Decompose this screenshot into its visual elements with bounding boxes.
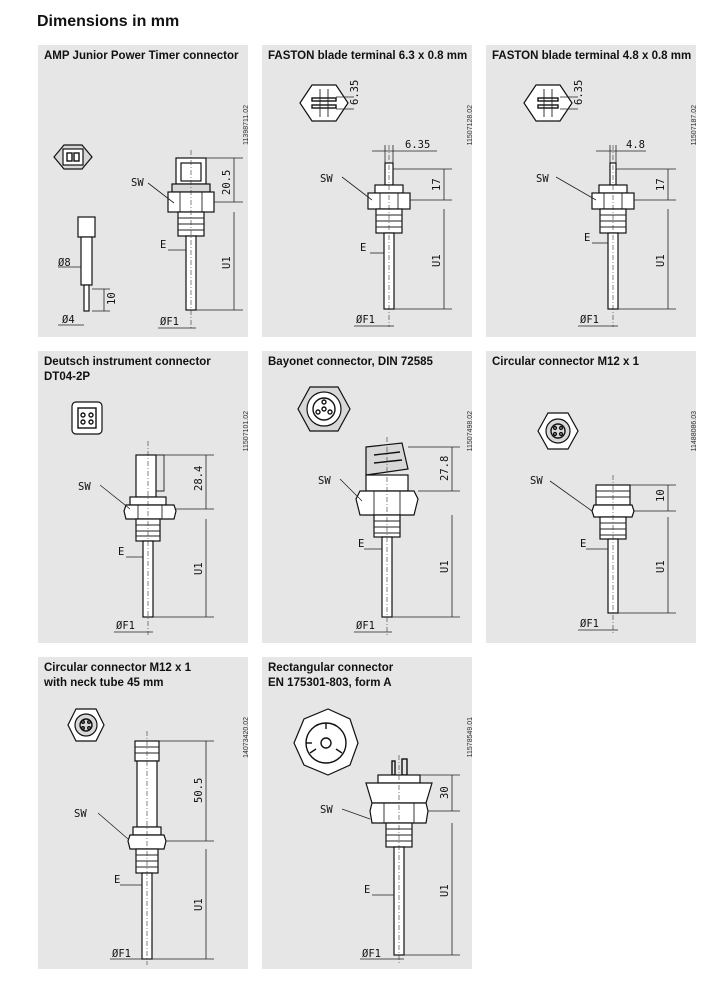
panel-title: AMP Junior Power Timer connector xyxy=(44,50,239,62)
sensor-body xyxy=(123,441,177,635)
connector-top-view xyxy=(71,401,103,435)
connector-top-view xyxy=(293,708,359,776)
sensor-body xyxy=(591,145,635,327)
panel-faston-6-3: FASTON blade terminal 6.3 x 0.8 mm 11507… xyxy=(262,45,474,337)
connector-top-view xyxy=(67,708,105,742)
label-sw: SW xyxy=(131,177,144,189)
label-sw: SW xyxy=(78,481,91,493)
panel-title: Deutsch instrument connector DT04-2P xyxy=(44,356,211,383)
dim-30: 30 xyxy=(439,786,451,799)
dim-f1: ØF1 xyxy=(160,316,179,328)
sensor-body xyxy=(367,145,411,327)
diagram-faston-4-8: 6.35 4.8 SW E 17 U1 ØF1 xyxy=(523,80,676,327)
terminal-detail xyxy=(58,216,110,326)
dim-u1: U1 xyxy=(439,884,451,897)
label-e: E xyxy=(160,239,166,251)
diagram-circular-m12: SW E 10 U1 ØF1 xyxy=(530,412,676,635)
dim-6-35: 6.35 xyxy=(405,139,430,151)
dim-50-5: 50.5 xyxy=(193,778,205,803)
panel-amp-junior-power-timer: AMP Junior Power Timer connector 1139871… xyxy=(38,45,250,337)
dim-17: 17 xyxy=(655,178,667,191)
label-e: E xyxy=(580,538,586,550)
dim-f1: ØF1 xyxy=(580,314,599,326)
dim-top-6-35: 6.35 xyxy=(573,80,585,105)
label-sw: SW xyxy=(320,804,333,816)
dim-u1: U1 xyxy=(193,562,205,575)
panel-title: Circular connector M12 x 1 with neck tub… xyxy=(44,662,191,689)
panel-deutsch-dt04-2p: Deutsch instrument connector DT04-2P 115… xyxy=(38,351,250,643)
dim-27-8: 27.8 xyxy=(439,456,451,481)
dim-10: 10 xyxy=(655,489,667,502)
page-title: Dimensions in mm xyxy=(37,13,180,30)
connector-top-view xyxy=(53,144,93,170)
dim-f1: ØF1 xyxy=(356,620,375,632)
label-sw: SW xyxy=(320,173,333,185)
label-sw: SW xyxy=(74,808,87,820)
sensor-body xyxy=(167,150,215,330)
label-sw: SW xyxy=(318,475,331,487)
diagram-amp-junior: Ø8 Ø4 10 SW E 20.5 U1 ØF1 xyxy=(53,144,243,330)
dim-u1: U1 xyxy=(655,254,667,267)
label-e: E xyxy=(360,242,366,254)
dim-u1: U1 xyxy=(221,256,233,269)
label-e: E xyxy=(358,538,364,550)
dim-u1: U1 xyxy=(439,560,451,573)
panel-circular-m12-neck-tube: Circular connector M12 x 1 with neck tub… xyxy=(38,657,250,969)
dim-20-5: 20.5 xyxy=(221,170,233,195)
diagram-bayonet: SW E 27.8 U1 ØF1 xyxy=(297,386,460,635)
connector-top-view xyxy=(523,84,573,122)
panel-rectangular-en-175301: Rectangular connector EN 175301-803, for… xyxy=(262,657,474,969)
dim-f1: ØF1 xyxy=(362,948,381,960)
sensor-body xyxy=(591,475,635,635)
connector-top-view xyxy=(537,412,579,450)
sensor-body xyxy=(127,731,167,965)
dim-f1: ØF1 xyxy=(356,314,375,326)
diagram-faston-6-3: 6.35 6.35 SW E 17 U1 ØF1 xyxy=(299,80,452,327)
dim-17: 17 xyxy=(431,178,443,191)
dim-u1: U1 xyxy=(655,560,667,573)
label-sw: SW xyxy=(536,173,549,185)
connector-top-view xyxy=(297,386,351,432)
dim-10: 10 xyxy=(106,292,118,305)
dim-u1: U1 xyxy=(431,254,443,267)
dim-f1: ØF1 xyxy=(116,620,135,632)
label-e: E xyxy=(118,546,124,558)
dim-28-4: 28.4 xyxy=(193,466,205,491)
label-sw: SW xyxy=(530,475,543,487)
panel-title: FASTON blade terminal 6.3 x 0.8 mm xyxy=(268,50,468,62)
dim-4-8: 4.8 xyxy=(626,139,645,151)
panel-title: FASTON blade terminal 4.8 x 0.8 mm xyxy=(492,50,692,62)
connector-top-view xyxy=(299,84,349,122)
panel-circular-m12: Circular connector M12 x 1 11488086.03 S… xyxy=(486,351,698,643)
dim-top-6-35: 6.35 xyxy=(349,80,361,105)
dim-diameter-8: Ø8 xyxy=(58,257,71,269)
label-e: E xyxy=(584,232,590,244)
panel-bayonet-din-72585: Bayonet connector, DIN 72585 11507498.02 xyxy=(262,351,474,643)
label-e: E xyxy=(364,884,370,896)
panel-title: Bayonet connector, DIN 72585 xyxy=(268,356,433,368)
dim-f1: ØF1 xyxy=(580,618,599,630)
dim-f1: ØF1 xyxy=(112,948,131,960)
diagram-rectangular: SW E 30 U1 ØF1 xyxy=(293,708,460,965)
dim-u1: U1 xyxy=(193,898,205,911)
diagram-deutsch: SW E 28.4 U1 ØF1 xyxy=(71,401,214,635)
dim-diameter-4: Ø4 xyxy=(62,314,75,326)
sensor-body xyxy=(355,437,419,635)
panel-faston-4-8: FASTON blade terminal 4.8 x 0.8 mm 11507… xyxy=(486,45,698,337)
sensor-body xyxy=(365,755,433,965)
panel-title: Circular connector M12 x 1 xyxy=(492,356,639,368)
label-e: E xyxy=(114,874,120,886)
diagram-circular-m12-neck: SW E 50.5 U1 ØF1 xyxy=(67,708,214,965)
panel-title: Rectangular connector EN 175301-803, for… xyxy=(268,662,394,689)
